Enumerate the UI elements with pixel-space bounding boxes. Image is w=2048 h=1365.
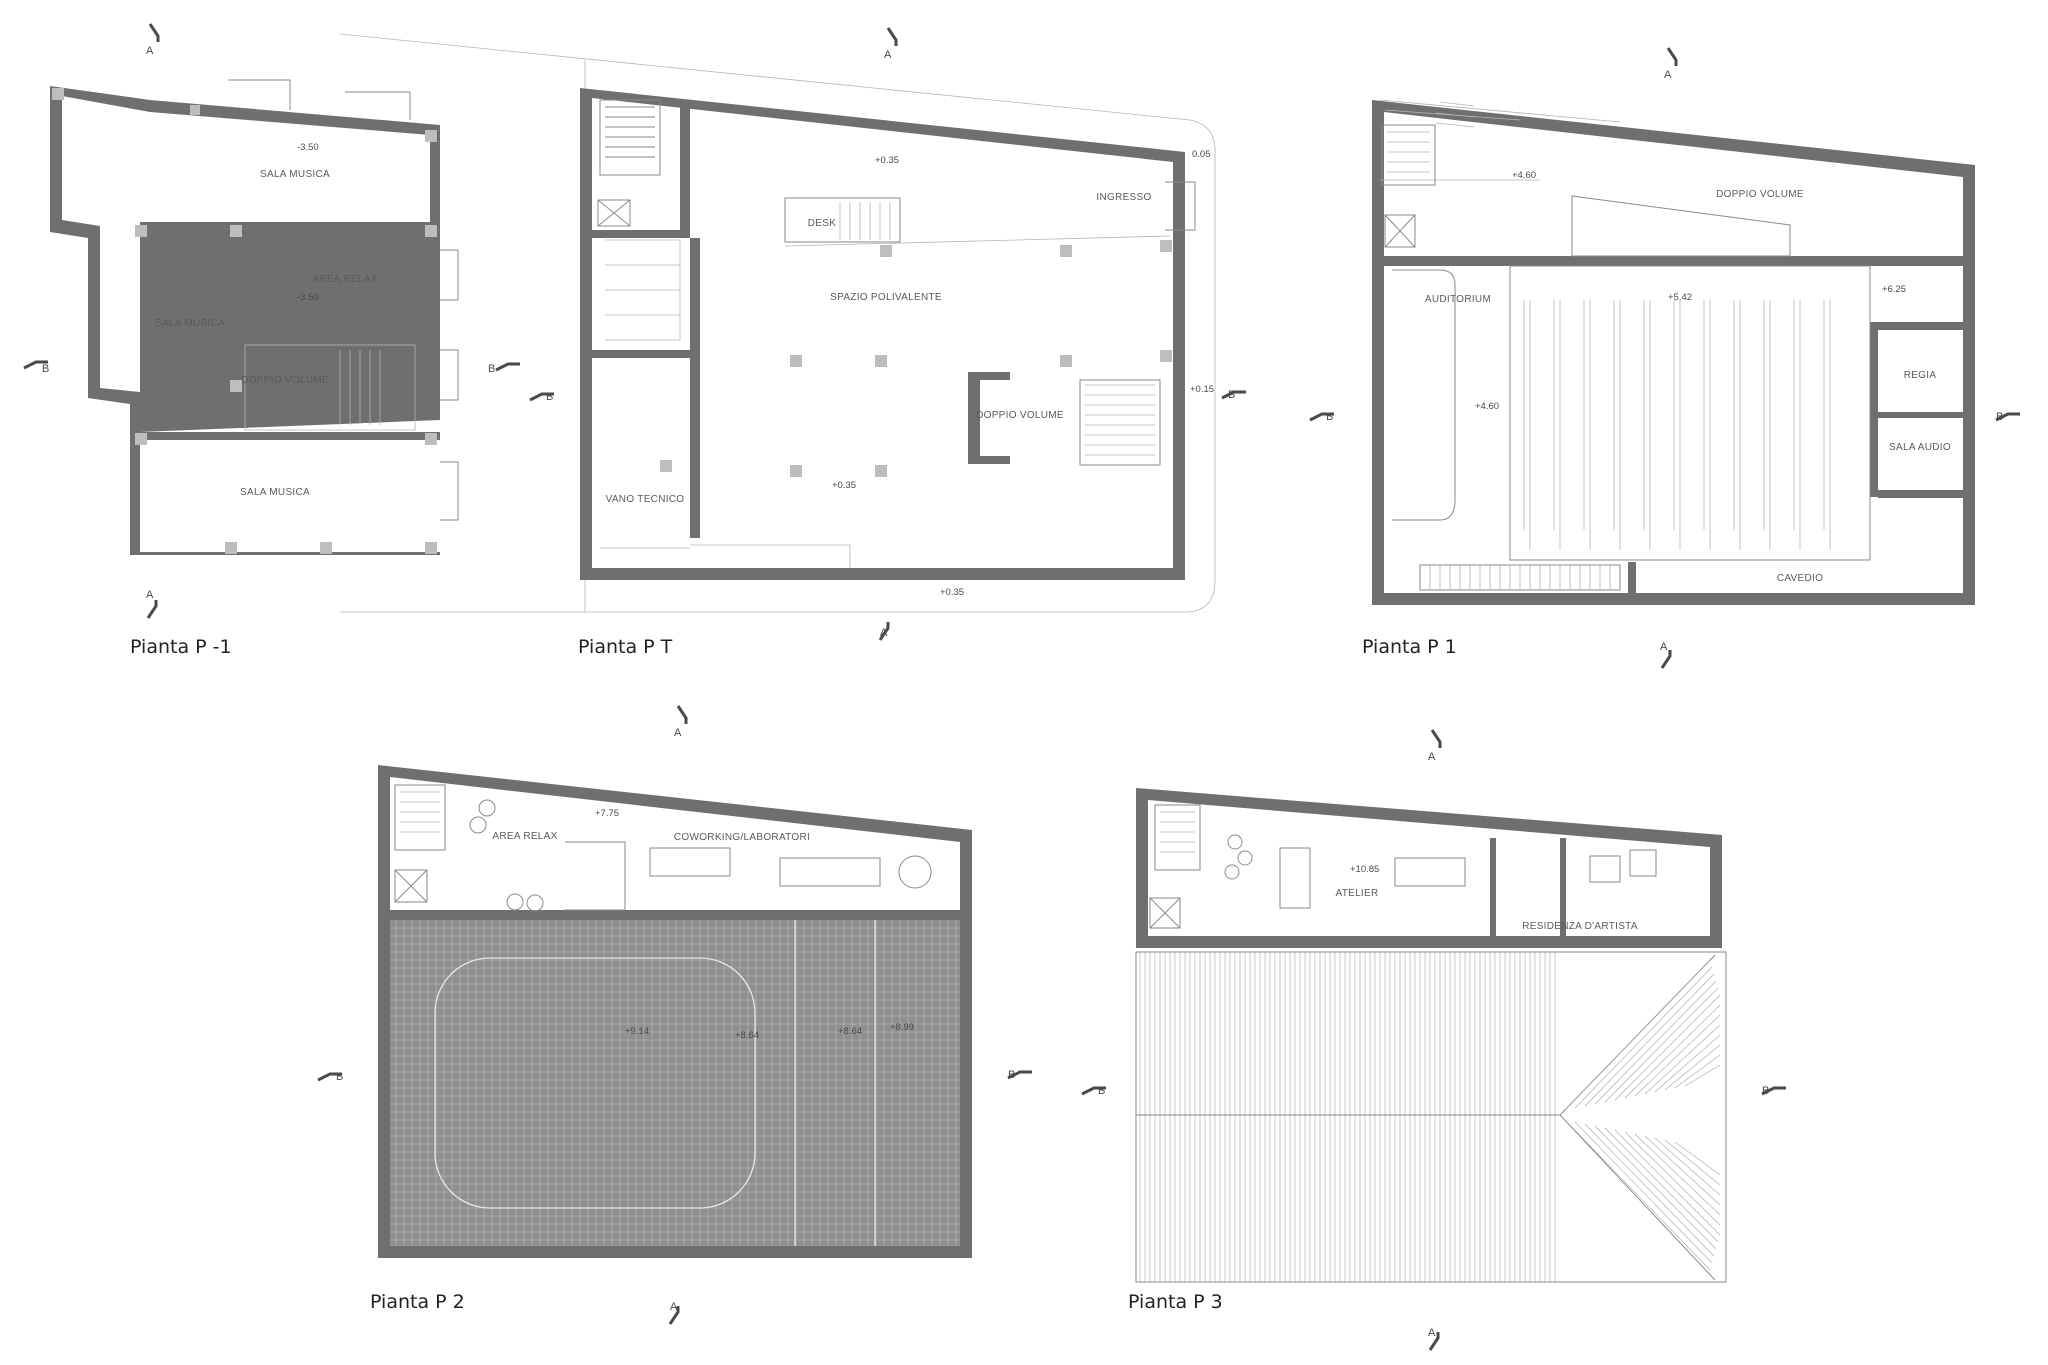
section-marker-a: A [146,589,158,619]
section-mark-a: A [670,1301,678,1313]
room-label: SALA MUSICA [155,318,225,329]
level-label: +4.60 [1512,170,1536,181]
plan-p-3: ATELIER RESIDENZA D'ARTISTA +10.85 Piant… [1128,788,1727,1313]
roof-grid-area [390,920,960,1246]
section-marker-b: B [1221,389,1246,401]
level-label: -3.50 [297,142,319,153]
level-label: +10.85 [1350,864,1379,875]
section-mark-a: A [884,49,892,61]
section-mark-a: A [1428,751,1436,763]
level-label: +8.64 [838,1026,862,1037]
level-label: -3.50 [297,292,319,303]
room-label: DESK [808,218,836,229]
section-mark-a: A [674,727,682,739]
level-label: +8.64 [735,1030,759,1041]
plan-caption: Pianta P -1 [130,636,232,658]
level-label: +5.42 [1668,292,1692,303]
plan-caption: Pianta P T [578,636,673,658]
section-mark-b: B [1098,1085,1105,1097]
room-label: VANO TECNICO [606,494,685,505]
roof-area [1135,951,1727,1283]
section-mark-b: B [1228,389,1235,401]
roof-hatching [1139,952,1556,1282]
room-label: AREA RELAX [312,274,377,285]
room-label: DOPPIO VOLUME [1716,189,1804,200]
section-mark-b: B [546,391,553,403]
section-marker-b: B [23,360,49,375]
room-label: REGIA [1904,370,1937,381]
room-label: INGRESSO [1096,192,1151,203]
section-mark-a: A [146,589,154,601]
section-marker-a: A [1660,641,1672,669]
plan-p-t: INGRESSO DESK SPAZIO POLIVALENTE DOPPIO … [339,33,1216,658]
section-marker-a: A [1664,47,1678,81]
section-marker-b: B [1995,411,2020,423]
section-mark-a: A [1660,641,1668,653]
section-marker-b: B [529,391,554,403]
level-label: +9.14 [625,1026,649,1037]
section-mark-b: B [336,1071,343,1083]
room-label: RESIDENZA D'ARTISTA [1522,921,1638,932]
plan-caption: Pianta P 1 [1362,636,1457,658]
section-mark-b: B [1762,1085,1769,1097]
plan-p-minus-1: SALA MUSICA AREA RELAX SALA MUSICA DOPPI… [50,79,459,658]
section-marker-a: A [674,705,688,739]
section-mark-b: B [488,363,495,375]
plan-caption: Pianta P 3 [1128,1291,1223,1313]
section-mark-a: A [880,627,888,639]
section-marker-a: A [1428,1327,1440,1351]
level-label: +0.35 [940,587,964,598]
section-marker-b: B [1007,1069,1032,1081]
room-label: SALA MUSICA [260,169,330,180]
section-mark-b: B [1008,1069,1015,1081]
section-mark-b: B [1996,411,2003,423]
plan-caption: Pianta P 2 [370,1291,465,1313]
section-mark-a: A [1428,1327,1436,1339]
room-label: SALA MUSICA [240,487,310,498]
level-label: +8.99 [890,1022,914,1033]
level-label: +7.75 [595,808,619,819]
section-marker-a: A [884,27,898,61]
section-marker-b: B [1761,1085,1786,1097]
room-label: DOPPIO VOLUME [241,375,329,386]
section-marker-b: B [1309,411,1334,423]
section-mark-b: B [42,363,49,375]
section-mark-a: A [146,45,154,57]
level-label: +0.35 [875,155,899,166]
room-label: AUDITORIUM [1425,294,1491,305]
room-label: ATELIER [1335,888,1378,899]
level-label: 0.05 [1192,149,1211,160]
section-markers: A A A A A A A A [23,23,2020,1351]
auditorium-seating [1523,300,1831,550]
section-marker-b: B [1081,1085,1106,1097]
section-mark-a: A [1664,69,1672,81]
section-marker-a: A [878,622,890,641]
room-label: DOPPIO VOLUME [976,410,1064,421]
level-label: +0.15 [1190,384,1214,395]
section-marker-b: B [317,1071,343,1083]
section-mark-b: B [1326,411,1333,423]
level-label: +6.25 [1882,284,1906,295]
room-label: AREA RELAX [492,831,557,842]
room-label: SALA AUDIO [1889,442,1951,453]
plan-p-2: AREA RELAX COWORKING/LABORATORI +7.75 +9… [370,765,972,1313]
section-marker-a: A [1428,729,1442,763]
section-marker-a: A [668,1301,680,1325]
section-marker-b: B [488,362,520,375]
plan-p-1: DOPPIO VOLUME AUDITORIUM REGIA SALA AUDI… [1362,99,1975,658]
level-label: +0.35 [832,480,856,491]
room-label: COWORKING/LABORATORI [674,832,810,843]
room-label: SPAZIO POLIVALENTE [830,292,942,303]
room-label: CAVEDIO [1777,573,1823,584]
section-marker-a: A [146,23,160,57]
level-label: +4.60 [1475,401,1499,412]
